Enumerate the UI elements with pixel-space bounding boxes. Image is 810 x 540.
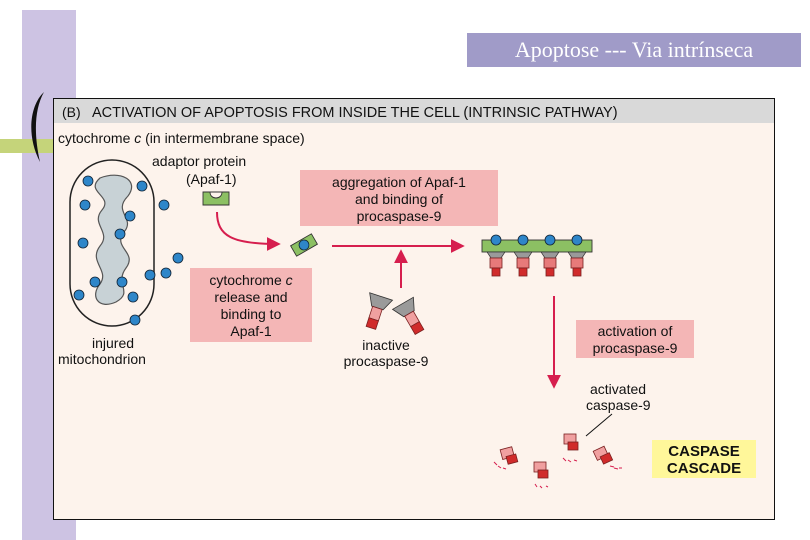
apaf1-adaptor-shape [202,191,230,206]
activation-text-1: activation of [598,323,673,339]
decorative-green-stripe [0,139,56,153]
cytochrome-c-dot [77,237,89,249]
caspase9-label: caspase-9 [586,397,651,413]
activated-caspase [563,433,579,451]
cytochrome-label: cytochrome c (in intermembrane space) [58,130,305,146]
cytochrome-c-dot [82,175,94,187]
cytochrome-c-dot [127,291,139,303]
cascade-text-1: CASPASE [668,443,739,460]
release-text-4: Apaf-1 [230,323,271,339]
aggregation-text-2: and binding of [355,191,443,207]
caspase-pointer-line [585,413,613,437]
slide-title: Apoptose --- Via intrínseca [466,32,802,68]
adaptor-protein-label: adaptor protein [152,153,246,169]
release-text-1: cytochrome c [209,272,292,288]
arrow-adaptor-to-binding [216,211,281,251]
cytochrome-c-dot [129,314,141,326]
procaspase-label: procaspase-9 [344,353,429,369]
decorative-bracket [31,92,44,162]
cytochrome-c-dot [116,276,128,288]
cytochrome-c-dot [124,210,136,222]
caspase-cascade-box [652,440,756,478]
figure-header-band [54,99,774,123]
release-binding-box [190,268,312,342]
inactive-label: inactive [362,337,410,353]
aggregation-box [300,170,498,226]
apaf1-label: (Apaf-1) [186,171,237,187]
cytochrome-c-dot [136,180,148,192]
activated-caspase [592,444,614,467]
activation-text-2: procaspase-9 [593,340,678,356]
aggregation-text-1: aggregation of Apaf-1 [332,174,466,190]
released-cytochrome-c-dot [172,252,184,264]
aggregation-text-3: procaspase-9 [357,208,442,224]
cytochrome-c-dot [89,276,101,288]
activated-caspase [533,461,549,479]
released-cytochrome-c-dot [158,199,170,211]
inactive-procaspase-9 [391,296,425,335]
activation-box [576,320,694,358]
cytochrome-c-dot [114,228,126,240]
release-text-2: release and [214,289,287,305]
cytochrome-c-dot [144,269,156,281]
released-cytochrome-c-dot [160,267,172,279]
cascade-text-2: CASCADE [667,460,741,477]
activity-marks [493,457,622,489]
inactive-procaspase-9 [365,292,394,330]
cytochrome-c-dot [73,289,85,301]
injured-mitochondrion [69,159,156,327]
cytochrome-c-dot [79,199,91,211]
release-text-3: binding to [221,306,282,322]
activated-caspase [499,445,519,466]
activated-label: activated [590,381,646,397]
panel-letter: (B) [62,104,81,120]
injured-label: injured [92,335,134,351]
mitochondrion-label: mitochondrion [58,351,146,367]
figure-title: ACTIVATION OF APOPTOSIS FROM INSIDE THE … [92,105,618,121]
apoptosome-complex [481,234,593,277]
cytochrome-apaf1-complex [289,233,319,257]
